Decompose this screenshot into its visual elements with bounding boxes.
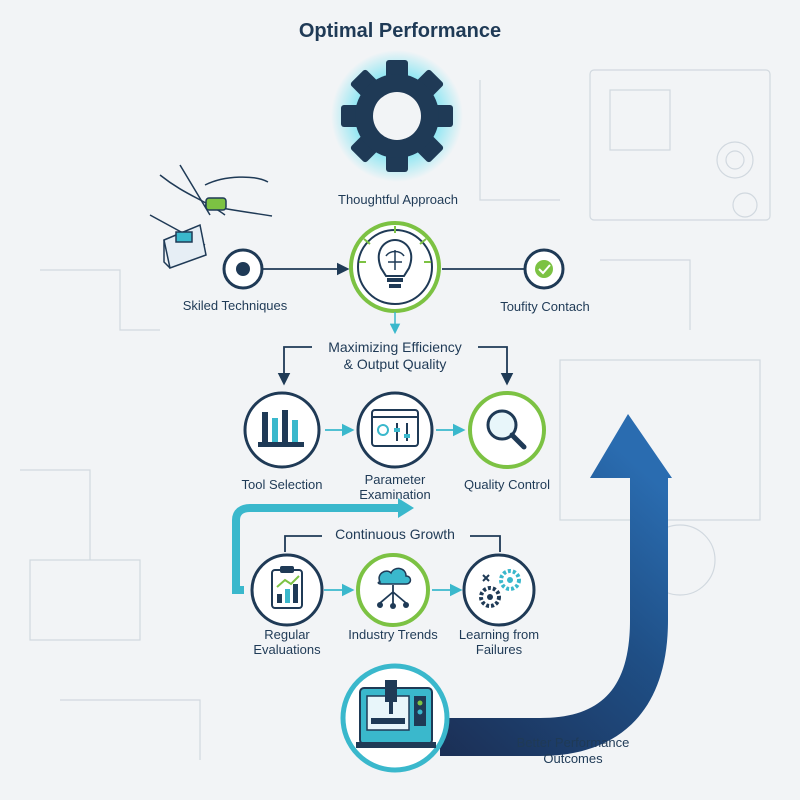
efficiency-heading-line1: Maximizing Efficiency <box>328 339 462 355</box>
quality-control-label: Quality Control <box>464 477 550 492</box>
background-sketch <box>20 69 771 760</box>
check-circle-icon <box>523 248 565 290</box>
regular-label-line1: Regular <box>264 627 310 642</box>
parameter-label-line2: Examination <box>359 487 431 502</box>
hand-tweezers-icon <box>149 164 273 269</box>
learning-label-line1: Learning from <box>458 627 540 642</box>
cnc-machine-icon <box>340 663 450 773</box>
lightbulb-brain-icon <box>349 221 441 313</box>
clipboard-chart-icon <box>250 553 324 627</box>
target-icon <box>222 248 264 290</box>
control-panel-icon <box>356 391 434 469</box>
tool-selection-label: Tool Selection <box>241 477 323 492</box>
tool-bars-icon <box>243 391 321 469</box>
growth-bracket-right <box>470 535 501 552</box>
industry-trends-label: Industry Trends <box>348 627 438 642</box>
learning-label-line2: Failures <box>475 642 523 657</box>
growth-loop-arrow <box>232 504 400 594</box>
page-title: Optimal Performance <box>298 20 502 42</box>
growth-bracket-left <box>284 535 322 552</box>
gear-icon <box>341 60 453 172</box>
efficiency-heading-line2: & Output Quality <box>343 356 447 372</box>
gears-icon <box>462 553 536 627</box>
efficiency-bracket-right <box>478 346 514 386</box>
parameter-label-line1: Parameter <box>364 472 426 487</box>
approach-label: Thoughtful Approach <box>338 192 458 207</box>
growth-heading: Continuous Growth <box>335 526 455 542</box>
magnifier-icon <box>468 391 546 469</box>
big-growth-arrow <box>440 414 672 756</box>
outcome-label-line2: Outcomes <box>543 751 603 766</box>
regular-label-line2: Evaluations <box>253 642 321 657</box>
efficiency-bracket-left <box>277 346 312 386</box>
growth-loop-arrowhead <box>398 498 414 518</box>
right-node-label: Toufity Contach <box>500 299 590 314</box>
outcome-label-line1: Better Performance <box>516 735 630 750</box>
skilled-techniques-label: Skiled Techniques <box>182 298 288 313</box>
cloud-network-icon <box>356 553 430 627</box>
